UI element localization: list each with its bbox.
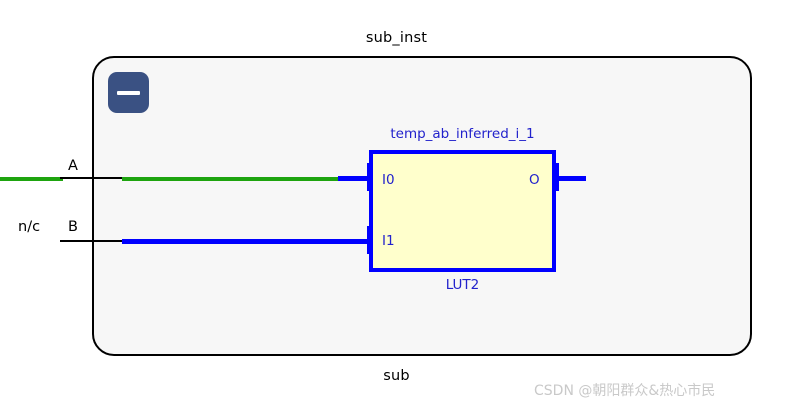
primitive-cell-type: LUT2 <box>445 277 480 293</box>
wire-b-port-segment <box>60 240 125 242</box>
module-title: sub_inst <box>365 30 428 46</box>
pin-label-o[interactable]: O <box>529 172 540 188</box>
primitive-block-lut2[interactable] <box>369 150 556 272</box>
wire-a-green-outside[interactable] <box>0 177 63 181</box>
watermark: CSDN @朝阳群众&热心市民 <box>534 383 716 399</box>
port-label-b[interactable]: B <box>68 219 78 235</box>
collapse-button[interactable] <box>108 72 149 113</box>
wire-a-blue-to-i0[interactable] <box>338 176 371 181</box>
minus-icon <box>117 91 140 95</box>
pin-label-i0[interactable]: I0 <box>382 172 395 188</box>
wire-a-port-segment <box>60 177 125 179</box>
port-label-a[interactable]: A <box>68 158 78 174</box>
wire-o-output[interactable] <box>554 176 586 181</box>
wire-a-green-inside[interactable] <box>122 177 341 181</box>
port-annotation-nc: n/c <box>18 219 41 235</box>
pin-stub-o <box>554 163 559 191</box>
module-footer-label: sub <box>383 368 410 384</box>
pin-label-i1[interactable]: I1 <box>382 233 395 249</box>
primitive-instance-name: temp_ab_inferred_i_1 <box>390 126 535 142</box>
wire-b-blue-to-i1[interactable] <box>122 239 371 244</box>
